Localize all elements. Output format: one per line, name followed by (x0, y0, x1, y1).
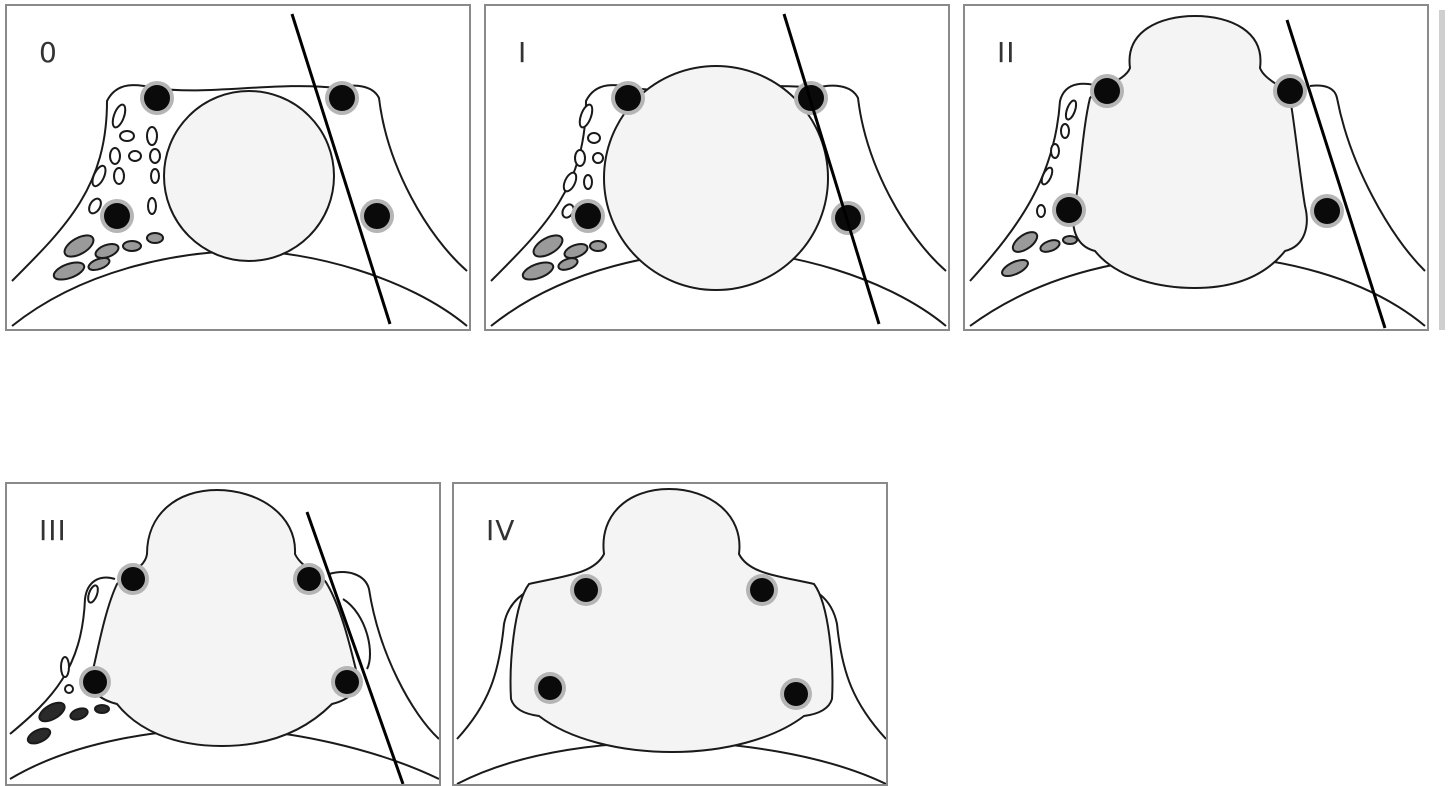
panel-grade-II: II (963, 4, 1429, 331)
gland-lobules (87, 103, 160, 215)
grade-label: IV (486, 514, 515, 547)
pituitary-mass (1073, 16, 1307, 288)
cavernous-sinus-spaces (26, 699, 109, 747)
grade-label: II (997, 36, 1016, 69)
panel-grade-I: I (484, 4, 950, 331)
grade-II-diagram (965, 6, 1429, 331)
grade-0-diagram (7, 6, 471, 331)
panel-grade-III: III (5, 482, 441, 786)
grade-IV-diagram (454, 484, 888, 786)
grade-III-diagram (7, 484, 441, 786)
grade-label: III (39, 514, 67, 547)
tissue-outline-right (1310, 86, 1425, 272)
pituitary-mass (164, 91, 334, 261)
grade-I-diagram (486, 6, 950, 331)
grade-label: 0 (39, 36, 58, 69)
panel-grade-IV: IV (452, 482, 888, 786)
grade-label: I (518, 36, 527, 69)
panel-grade-0: 0 (5, 4, 471, 331)
intercarotid-line (1287, 20, 1385, 328)
adjacent-panel-edge (1439, 10, 1445, 330)
cavernous-sinus-spaces (521, 231, 606, 283)
pituitary-mass (91, 490, 357, 746)
cavernous-sinus-spaces (1000, 228, 1077, 279)
pituitary-mass (511, 489, 833, 752)
